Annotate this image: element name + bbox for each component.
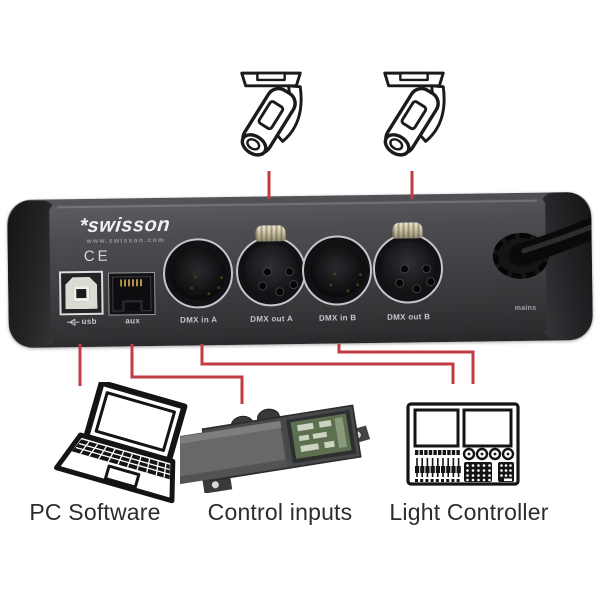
caption-light-controller: Light Controller [389,499,549,525]
ce-mark: CE [83,247,111,266]
rj45-pins [120,279,144,287]
dmx-interface-device: *swisson www.swisson.com CE [6,191,594,349]
aux-rj45-port [108,272,156,316]
xlr-latch [392,222,423,239]
aux-port-label: aux [125,316,141,326]
control-inputs-box-icon [168,398,371,494]
connection-dmx_in_b-to-light_controller [337,344,475,384]
moving-head-light-icon [232,66,310,166]
usb-trident-icon [67,318,80,325]
dmx-in-a-label: DMX in A [180,315,218,325]
dmx-out-a-label: DMX out A [250,314,294,324]
device-right-endcap [540,191,593,340]
device-housing: *swisson www.swisson.com CE [6,191,594,349]
dmx-out-b-label: DMX out B [387,312,431,322]
connection-dmx_in_a-to-light_controller [200,344,455,384]
mains-label: mains [514,304,537,313]
caption-pc-software: PC Software [29,499,161,525]
usb-port-label: usb [67,317,97,326]
usb-port [58,270,104,316]
laptop-icon [25,379,225,517]
xlr-latch [255,225,286,242]
caption-control-inputs: Control inputs [207,499,353,525]
light-controller-icon [406,402,520,486]
dmx-in-b-label: DMX in B [318,313,357,323]
brand-logo: *swisson [78,213,172,238]
brand-website: www.swisson.com [86,236,166,245]
moving-head-light-icon [375,66,453,166]
usb-b-receptacle [65,277,97,309]
